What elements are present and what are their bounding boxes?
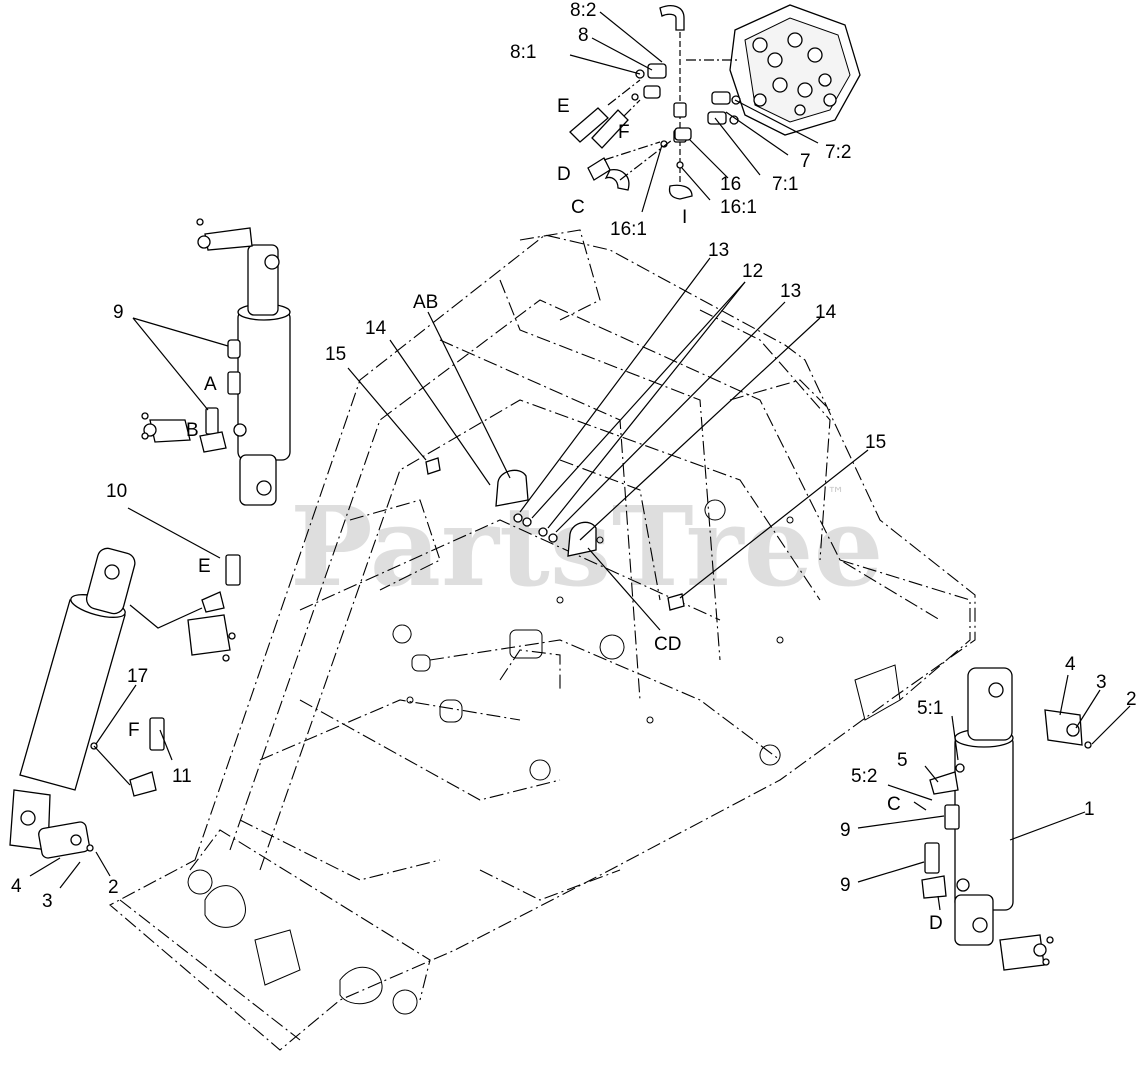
callout-9-low: 9 [840,875,851,896]
callout-i: I [682,207,687,228]
valve-fittings [569,5,741,200]
callout-13-b: 13 [780,281,801,302]
callout-f-mid: F [128,720,140,741]
callout-3-left: 3 [42,891,53,912]
callout-2-left: 2 [108,877,119,898]
callout-16: 16 [720,174,741,195]
callout-16-1-left: 16:1 [610,219,647,240]
hose-clamps [425,457,685,611]
callout-ab: AB [413,292,438,313]
callout-c-right: C [887,794,901,815]
callout-12: 12 [742,261,763,282]
callout-17: 17 [127,666,148,687]
callout-9-top: 9 [113,302,124,323]
callout-7-1: 7:1 [772,174,798,195]
callout-f-top: F [618,122,630,143]
callout-e-mid: E [198,556,211,577]
upper-left-cylinder [141,218,291,506]
callout-10: 10 [106,481,127,502]
watermark-trademark: ™ [827,484,845,505]
callout-7: 7 [800,151,811,172]
callout-5: 5 [897,750,908,771]
callout-4-right: 4 [1065,654,1076,675]
callout-14-left: 14 [365,318,387,339]
callout-cd: CD [654,634,681,655]
callout-8-2: 8:2 [570,0,596,21]
callout-14-right: 14 [815,302,837,323]
loader-frame [109,229,976,1051]
callout-e-top: E [557,96,570,117]
callout-8-1: 8:1 [510,42,536,63]
callout-d-top: D [557,164,571,185]
callout-3-right: 3 [1096,672,1107,693]
callout-5-2: 5:2 [851,766,877,787]
callout-1: 1 [1084,799,1095,820]
callout-9-mid: 9 [840,820,851,841]
mid-left-cylinder [9,547,241,859]
callout-labels: 8:2 8 8:1 E F D C 16:1 I 16 16:1 7:1 7 7… [11,0,1137,934]
callout-a: A [204,374,217,395]
right-cylinder [921,667,1092,971]
callout-15-right: 15 [865,432,886,453]
callout-4-left: 4 [11,876,22,897]
callout-d-right: D [929,913,943,934]
callout-c-top: C [571,197,585,218]
callout-11: 11 [172,766,192,787]
callout-13-a: 13 [708,240,729,261]
callout-15-left: 15 [325,344,346,365]
callout-8: 8 [578,25,589,46]
callout-2-right: 2 [1126,689,1137,710]
callout-7-2: 7:2 [825,142,851,163]
callout-b: B [186,420,199,441]
callout-5-1: 5:1 [917,698,943,719]
callout-16-1-right: 16:1 [720,197,757,218]
leader-lines [29,11,1131,911]
control-valve [729,4,861,136]
